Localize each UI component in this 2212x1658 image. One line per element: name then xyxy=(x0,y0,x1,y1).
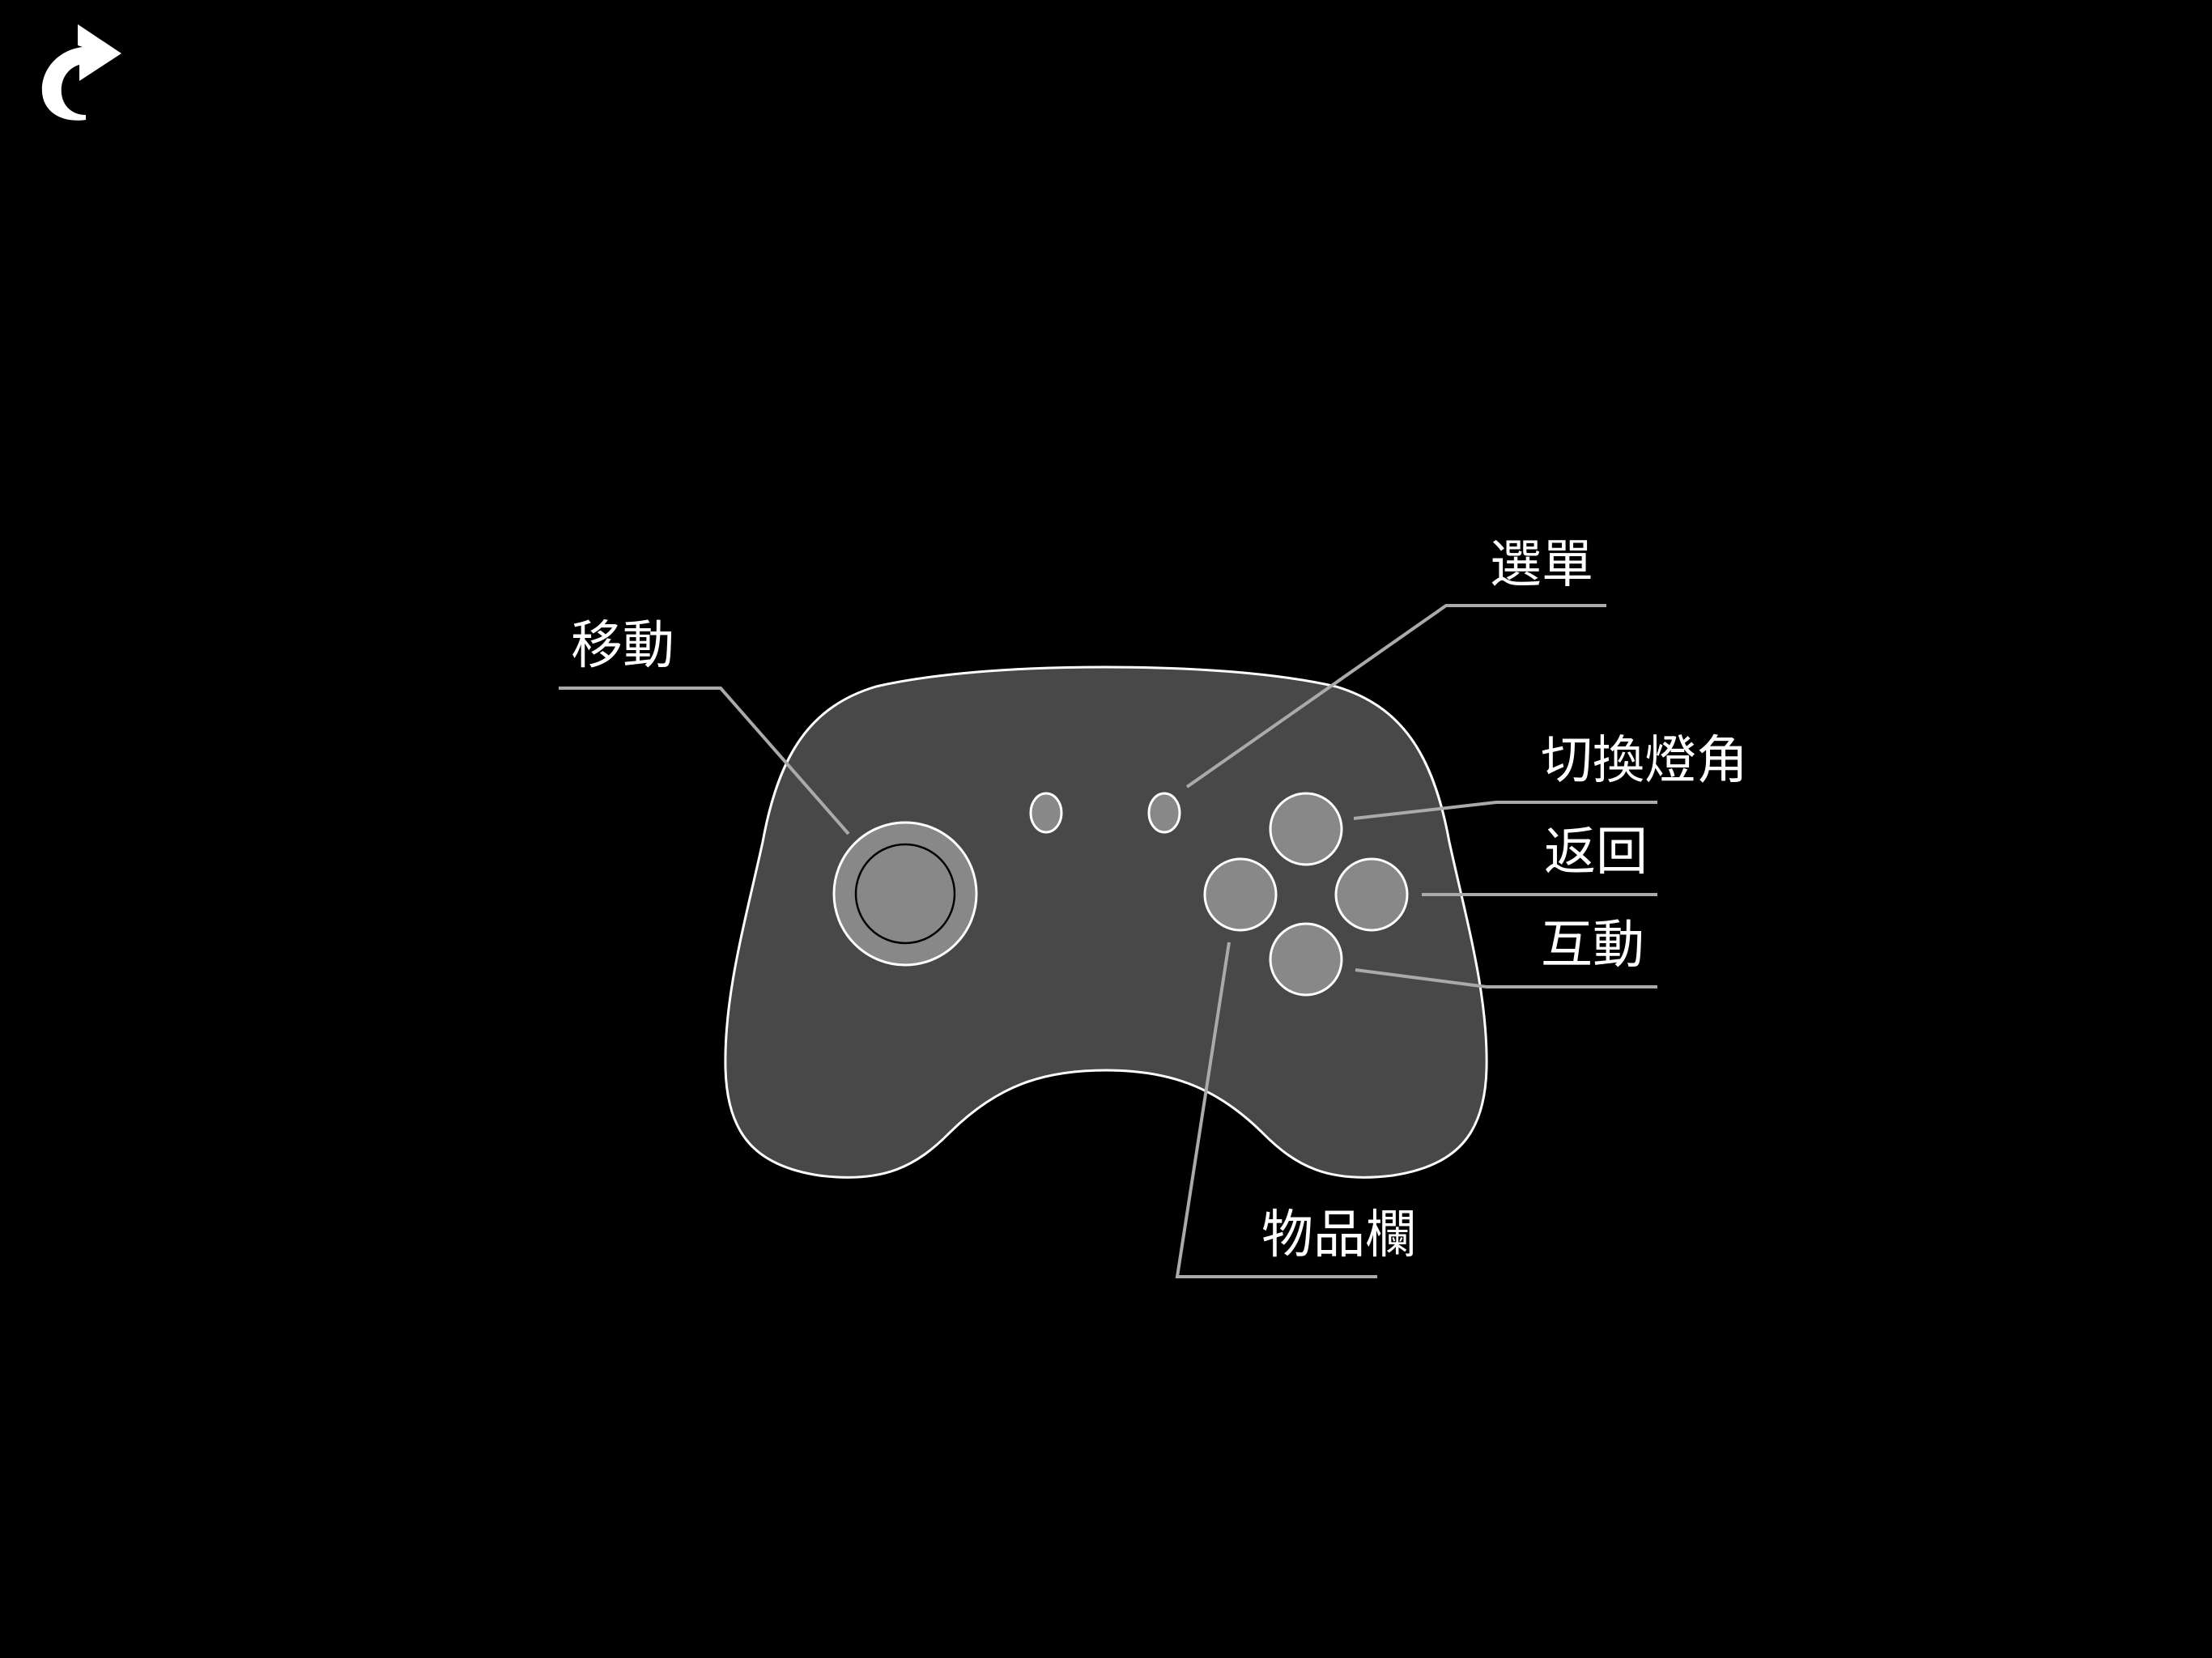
back-button[interactable] xyxy=(32,24,130,130)
controller-body xyxy=(724,665,1488,1179)
face-button-left xyxy=(1203,857,1278,932)
face-button-right xyxy=(1334,857,1409,932)
label-back: 返回 xyxy=(1544,823,1648,882)
select-button xyxy=(1029,792,1063,834)
label-move: 移動 xyxy=(571,616,674,676)
label-menu: 選單 xyxy=(1490,535,1593,595)
curved-arrow-back-icon xyxy=(41,24,121,121)
face-button-bottom xyxy=(1269,922,1343,997)
label-interact: 互動 xyxy=(1541,916,1644,976)
leader-line-switch-angle xyxy=(1353,801,1657,820)
start-button xyxy=(1147,792,1181,834)
leader-line-move xyxy=(559,687,850,835)
joystick-thumb xyxy=(854,843,956,945)
label-inventory: 物品欄 xyxy=(1261,1205,1417,1265)
label-switch-angle: 切換燈角 xyxy=(1541,731,1748,791)
joystick-outer-ring xyxy=(832,821,978,967)
face-button-top xyxy=(1269,792,1343,866)
